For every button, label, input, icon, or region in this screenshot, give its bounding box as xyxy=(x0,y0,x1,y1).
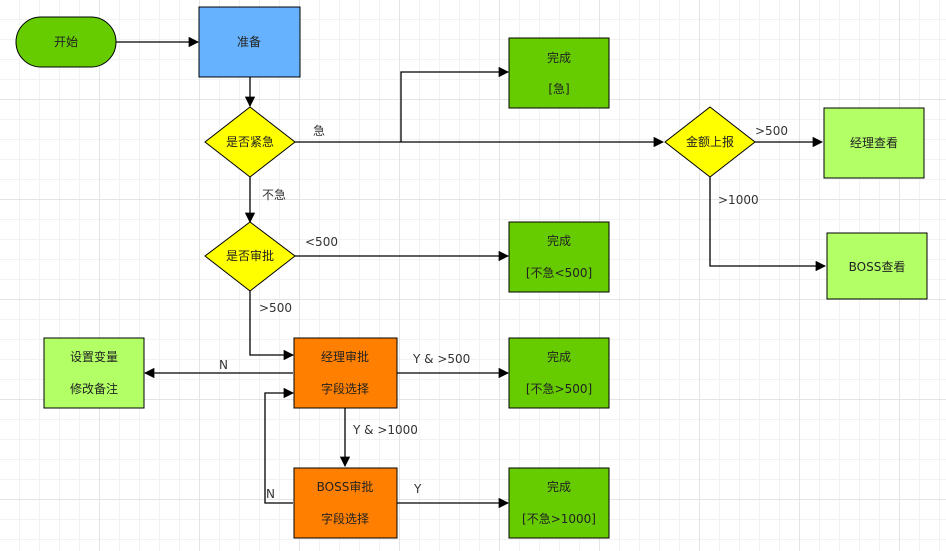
manager-view-shape xyxy=(823,107,925,179)
done-gt1000-shape xyxy=(508,467,610,539)
label-y-gt500: Y & >500 xyxy=(412,352,470,366)
node-set-vars[interactable]: 设置变量 修改备注 xyxy=(43,337,145,409)
done-lt500-line2: [不急<500] xyxy=(526,265,592,280)
node-is-urgent[interactable]: 是否紧急 xyxy=(204,106,296,178)
start-label: 开始 xyxy=(54,35,78,49)
done-gt500-line1: 完成 xyxy=(547,349,571,364)
manager-approval-line2: 字段选择 xyxy=(321,381,369,396)
label-y-gt1000: Y & >1000 xyxy=(352,423,418,437)
done-gt500-shape xyxy=(508,337,610,409)
edge-amount-to-boss-view xyxy=(709,177,827,272)
label-gt500-top: >500 xyxy=(755,124,788,138)
boss-approval-line1: BOSS审批 xyxy=(317,479,374,494)
amount-report-decision-shape xyxy=(664,106,756,178)
done-gt1000-line2: [不急>1000] xyxy=(522,511,596,526)
is-approval-decision-shape xyxy=(204,221,296,292)
prepare-process-shape xyxy=(198,6,301,78)
boss-view-label: BOSS查看 xyxy=(849,260,906,274)
boss-view-shape xyxy=(826,232,928,300)
label-gt1000-top: >1000 xyxy=(718,193,759,207)
done-gt500-line2: [不急>500] xyxy=(526,381,592,396)
node-amount-report[interactable]: 金额上报 xyxy=(664,106,756,178)
set-vars-line2: 修改备注 xyxy=(70,381,118,396)
node-boss-view[interactable]: BOSS查看 xyxy=(826,232,928,300)
label-gt500-mid: >500 xyxy=(259,301,292,315)
prepare-label: 准备 xyxy=(237,35,261,49)
done-gt1000-line1: 完成 xyxy=(547,479,571,494)
node-is-approval[interactable]: 是否审批 xyxy=(204,221,296,292)
node-done-gt1000[interactable]: 完成 [不急>1000] xyxy=(508,467,610,539)
manager-view-label: 经理查看 xyxy=(850,136,898,150)
node-start[interactable]: 开始 xyxy=(15,16,117,68)
node-prepare[interactable]: 准备 xyxy=(198,6,301,78)
node-done-urgent[interactable]: 完成 [急] xyxy=(508,37,610,109)
set-vars-shape xyxy=(43,337,145,409)
edges xyxy=(116,36,827,509)
set-vars-line1: 设置变量 xyxy=(70,349,118,364)
manager-approval-line1: 经理审批 xyxy=(321,349,369,364)
label-lt500: <500 xyxy=(305,235,338,249)
is-urgent-label: 是否紧急 xyxy=(226,134,274,149)
node-done-gt500[interactable]: 完成 [不急>500] xyxy=(508,337,610,409)
done-urgent-shape xyxy=(508,37,610,109)
done-urgent-line1: 完成 xyxy=(547,50,571,65)
start-terminal-shape xyxy=(15,16,117,68)
amount-report-label: 金额上报 xyxy=(686,134,734,149)
done-urgent-line2: [急] xyxy=(548,81,569,96)
node-manager-view[interactable]: 经理查看 xyxy=(823,107,925,179)
label-not-urgent: 不急 xyxy=(262,187,286,202)
label-n-left: N xyxy=(219,358,228,372)
edge-boss-loop-back xyxy=(264,387,295,504)
boss-approval-shape xyxy=(293,467,398,539)
node-manager-approval[interactable]: 经理审批 字段选择 xyxy=(293,337,398,409)
manager-approval-shape xyxy=(293,337,398,409)
edge-urgent-to-done xyxy=(400,66,510,142)
done-lt500-shape xyxy=(508,221,610,293)
node-done-lt500[interactable]: 完成 [不急<500] xyxy=(508,221,610,293)
node-boss-approval[interactable]: BOSS审批 字段选择 xyxy=(293,467,398,539)
done-lt500-line1: 完成 xyxy=(547,233,571,248)
is-approval-label: 是否审批 xyxy=(226,248,274,263)
boss-approval-line2: 字段选择 xyxy=(321,511,369,526)
label-urgent: 急 xyxy=(313,123,325,138)
label-y: Y xyxy=(413,482,422,496)
edge-gt500-to-manager xyxy=(249,291,295,361)
edge-labels: 急 >500 >1000 不急 <500 >500 N Y & >500 Y &… xyxy=(219,123,788,501)
label-n-loop: N xyxy=(266,487,275,501)
is-urgent-decision-shape xyxy=(204,106,296,178)
